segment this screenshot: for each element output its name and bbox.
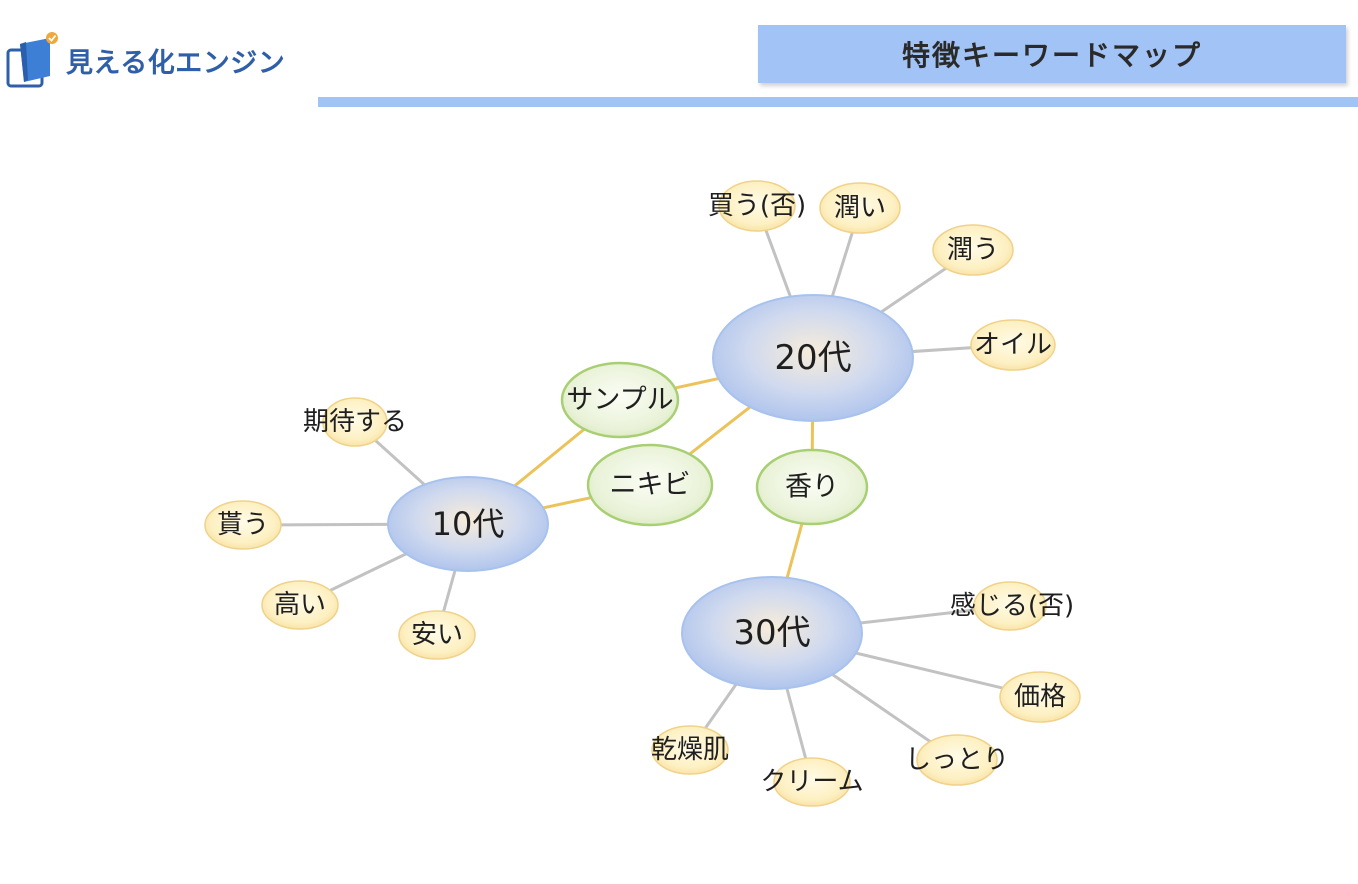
leaf-node-label: 買う(否) — [708, 191, 806, 221]
page-title: 特徴キーワードマップ — [901, 39, 1202, 72]
leaf-node[interactable]: 買う(否) — [708, 180, 806, 232]
leaf-node-label: 期待する — [303, 407, 407, 437]
primary-node-bubble — [681, 576, 863, 690]
leaf-node[interactable]: 高い — [261, 580, 339, 630]
shared-node-bubble — [755, 448, 869, 526]
leaf-node-label: 価格 — [1014, 682, 1066, 712]
logo-mark-icon — [6, 30, 60, 90]
leaf-node-bubble — [261, 580, 339, 630]
keyword-map: 買う(否) 潤い潤うオイル期待する貰う高い安い 感じる(否) 価格しっとりクリーム 乾燥… — [0, 110, 1358, 880]
shared-node-label: ニキビ — [610, 470, 691, 501]
leaf-node-bubble — [651, 725, 729, 775]
leaf-node-label: 安い — [411, 620, 463, 650]
logo-text: 見える化エンジン — [66, 47, 286, 79]
leaf-node-bubble — [718, 180, 796, 232]
leaf-node[interactable]: 期待する — [303, 397, 407, 447]
leaf-node-label: 潤う — [947, 235, 999, 265]
primary-node-bubble — [712, 294, 914, 422]
leaf-node-bubble — [773, 757, 851, 807]
leaf-node-label: 潤い — [834, 193, 886, 223]
leaf-node-bubble — [398, 610, 476, 660]
shared-node-bubble — [586, 443, 714, 527]
title-banner: 特徴キーワードマップ — [758, 25, 1346, 83]
leaf-node-label: 感じる(否) — [950, 591, 1074, 621]
leaf-node[interactable]: しっとり — [905, 734, 1009, 786]
primary-node[interactable]: 20代 — [712, 294, 914, 422]
leaf-node[interactable]: 安い — [398, 610, 476, 660]
leaf-node[interactable]: 価格 — [999, 671, 1081, 723]
leaf-node[interactable]: 潤う — [932, 224, 1014, 276]
shared-node-label: サンプル — [566, 385, 673, 416]
leaf-node-bubble — [322, 397, 388, 447]
leaf-node-label: オイル — [974, 330, 1052, 360]
leaf-node[interactable]: 感じる(否) — [950, 581, 1074, 631]
leaf-node-bubble — [819, 182, 901, 234]
leaf-node[interactable]: オイル — [970, 319, 1056, 371]
leaf-node-bubble — [916, 734, 998, 786]
leaf-node[interactable]: 乾燥肌 — [651, 725, 729, 775]
logo[interactable]: 見える化エンジン — [6, 30, 285, 90]
shared-node[interactable]: 香り — [755, 448, 869, 526]
leaf-node-label: 高い — [274, 590, 326, 620]
leaf-node-label: 貰う — [217, 510, 269, 540]
shared-node[interactable]: ニキビ — [586, 443, 714, 527]
leaf-node-bubble — [999, 671, 1081, 723]
header-divider — [318, 97, 1358, 107]
shared-node-label: 香り — [785, 472, 839, 503]
leaf-node[interactable]: 貰う — [204, 500, 282, 550]
leaf-node-label: 乾燥肌 — [651, 735, 729, 765]
shared-node[interactable]: サンプル — [560, 361, 680, 439]
leaf-node-bubble — [973, 581, 1047, 631]
primary-node-bubble — [387, 476, 549, 572]
shared-node-bubble — [560, 361, 680, 439]
leaf-node[interactable]: 潤い — [819, 182, 901, 234]
leaf-node-bubble — [204, 500, 282, 550]
primary-node-label: 10代 — [432, 505, 505, 543]
header: 見える化エンジン 特徴キーワードマップ — [0, 0, 1358, 110]
leaf-node[interactable]: クリーム — [760, 757, 864, 807]
leaf-node-label: しっとり — [905, 745, 1009, 775]
primary-node-label: 20代 — [774, 338, 851, 378]
primary-node[interactable]: 30代 — [681, 576, 863, 690]
leaf-node-label: クリーム — [760, 767, 863, 797]
primary-node-label: 30代 — [733, 613, 810, 653]
leaf-node-bubble — [970, 319, 1056, 371]
primary-node[interactable]: 10代 — [387, 476, 549, 572]
leaf-node-bubble — [932, 224, 1014, 276]
